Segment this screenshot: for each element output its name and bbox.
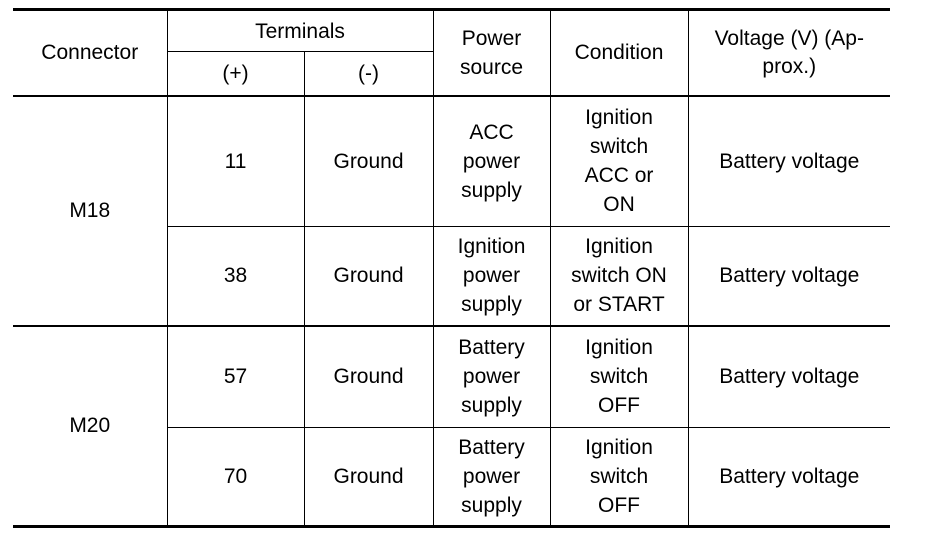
condition-line: switch [589,135,649,159]
terminal-plus-cell: 70 [167,427,305,528]
condition-line: Ignition [585,336,653,360]
power-source-cell: ACC power supply [432,95,551,227]
condition-line: ON [603,193,635,217]
header-terminal-plus: (+) [167,51,305,97]
condition-line: OFF [598,394,641,418]
power-source-line: Ignition [457,235,526,259]
spec-table-container: Connector Terminals Power source Conditi… [13,8,891,528]
power-source-line: ACC [469,120,514,144]
header-power-source-line1: Power [461,26,522,50]
voltage-cell: Battery voltage [687,95,891,227]
power-source-line: power [462,264,521,288]
table-row: M20 57 Ground Battery power supply Ignit… [13,325,891,528]
terminal-minus-cell: Ground [303,325,434,428]
terminal-voltage-table: Connector Terminals Power source Conditi… [13,8,891,528]
power-source-line: Battery [458,436,525,459]
header-row-sub: (+) (-) [13,51,890,97]
header-row-top: Connector Terminals Power source Conditi… [13,8,891,97]
condition-line: OFF [598,494,641,517]
terminal-minus-cell: Ground [303,226,434,327]
table-row: M18 11 Ground ACC power supply Ignition … [13,95,891,327]
power-source-cell: Battery power supply [432,325,551,428]
power-source-line: supply [461,178,522,202]
condition-line: or START [573,293,665,317]
condition-cell: Ignition switch ACC or ON [549,95,689,227]
header-terminals: Terminals [166,8,434,52]
terminal-plus-cell: 38 [167,226,305,327]
power-source-cell: Battery power supply [432,427,551,528]
power-source-line: supply [461,494,522,517]
terminal-plus-cell: 11 [166,95,305,227]
terminal-plus-cell: 57 [166,325,305,428]
condition-line: Ignition [585,106,653,130]
header-voltage: Voltage (V) (Ap- prox.) [687,8,891,97]
header-power-source: Power source [432,8,551,97]
header-voltage-line1: Voltage (V) (Ap- [714,26,864,50]
condition-cell: Ignition switch OFF [549,325,689,428]
connector-cell: M18 [13,95,168,327]
connector-cell: M20 [13,325,168,528]
voltage-cell: Battery voltage [687,226,891,327]
header-condition: Condition [549,8,689,97]
condition-line: ACC or [584,164,654,188]
header-connector: Connector [13,8,168,97]
header-terminal-minus: (-) [303,51,434,97]
condition-line: Ignition [585,235,653,259]
header-voltage-line2: prox.) [762,54,817,78]
condition-cell: Ignition switch ON or START [549,226,689,327]
table-row: 70 Ground Battery power supply Ignition … [13,427,891,528]
condition-cell: Ignition switch OFF [549,427,689,528]
terminal-minus-cell: Ground [303,95,434,227]
power-source-cell: Ignition power supply [432,226,551,327]
power-source-line: power [462,465,521,488]
power-source-line: supply [461,394,522,418]
power-source-line: power [462,149,521,173]
power-source-line: Battery [458,336,525,360]
condition-line: Ignition [585,436,653,459]
condition-line: switch ON [571,264,667,288]
condition-line: switch [589,465,649,488]
condition-line: switch [589,365,649,389]
power-source-line: supply [461,293,522,317]
voltage-cell: Battery voltage [687,427,891,528]
terminal-minus-cell: Ground [303,427,434,528]
header-power-source-line2: source [460,55,524,79]
table-row: 38 Ground Ignition power supply Ignition… [13,226,891,327]
power-source-line: power [462,365,521,389]
voltage-cell: Battery voltage [687,325,891,428]
